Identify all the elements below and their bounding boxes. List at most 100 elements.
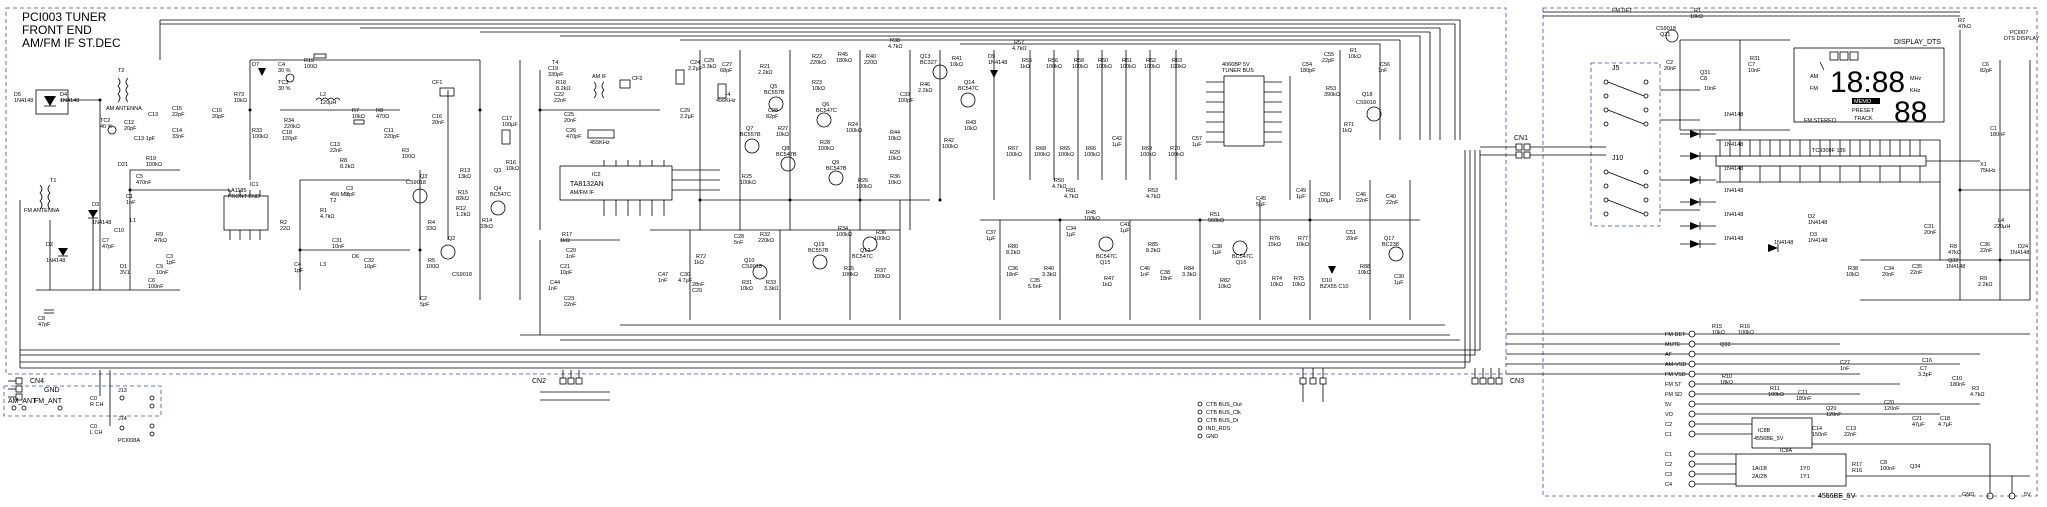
svg-text:5.6nF: 5.6nF — [1028, 284, 1043, 290]
svg-text:R73: R73 — [234, 92, 244, 98]
svg-text:100kΩ: 100kΩ — [1058, 152, 1074, 158]
svg-text:1µF: 1µF — [986, 236, 996, 242]
svg-text:1nF: 1nF — [126, 200, 136, 206]
ic1-front-end: LA1185 IC1 FRONT END — [223, 182, 269, 240]
svg-text:C1: C1 — [126, 194, 133, 200]
svg-text:180nF: 180nF — [1796, 396, 1812, 402]
svg-text:BC547C: BC547C — [958, 86, 979, 92]
svg-text:1N4148: 1N4148 — [1724, 142, 1743, 148]
svg-text:C27: C27 — [722, 62, 732, 68]
svg-text:1N4148: 1N4148 — [1724, 212, 1743, 218]
io-bottom-c3: C3 — [1665, 472, 1672, 478]
svg-text:IC1: IC1 — [250, 182, 259, 188]
svg-text:4.7kΩ: 4.7kΩ — [1970, 392, 1985, 398]
svg-text:Q8: Q8 — [782, 146, 789, 152]
svg-text:R38: R38 — [890, 38, 900, 44]
svg-text:10kΩ: 10kΩ — [888, 156, 901, 162]
io-bottom-c1: C1 — [1665, 452, 1672, 458]
svg-text:CS9018: CS9018 — [406, 180, 426, 186]
svg-text:L4: L4 — [1998, 218, 2004, 224]
svg-text:R55: R55 — [1022, 58, 1032, 64]
lcd-mhz: MHz — [1910, 76, 1922, 82]
svg-text:C8: C8 — [1700, 76, 1707, 82]
svg-text:82pF: 82pF — [1980, 68, 1993, 74]
svg-text:R7: R7 — [352, 108, 359, 114]
svg-text:1N4148: 1N4148 — [1724, 236, 1743, 242]
svg-text:13kΩ: 13kΩ — [458, 174, 471, 180]
svg-text:C16: C16 — [1922, 358, 1932, 364]
svg-text:R44: R44 — [890, 130, 900, 136]
svg-text:20pF: 20pF — [212, 114, 225, 120]
svg-text:R8: R8 — [1950, 244, 1957, 250]
svg-text:1µF: 1µF — [1296, 194, 1306, 200]
svg-text:TC3: TC3 — [278, 80, 288, 86]
svg-text:220kΩ: 220kΩ — [758, 238, 774, 244]
svg-text:100kΩ: 100kΩ — [740, 180, 756, 186]
svg-text:R10: R10 — [1722, 374, 1732, 380]
svg-text:C13 1pF: C13 1pF — [134, 136, 156, 142]
svg-text:C4: C4 — [294, 262, 301, 268]
svg-text:100kΩ: 100kΩ — [252, 134, 268, 140]
svg-text:R61: R61 — [1122, 58, 1132, 64]
svg-text:180kΩ: 180kΩ — [836, 58, 852, 64]
svg-text:BC557B: BC557B — [808, 248, 829, 254]
svg-text:C23: C23 — [564, 296, 574, 302]
lcd-preset-digits: 88 — [1894, 96, 1927, 129]
svg-text:1pF: 1pF — [166, 260, 176, 266]
lcd-fm: FM — [1810, 86, 1818, 92]
svg-text:100Ω: 100Ω — [426, 264, 439, 270]
svg-text:J5: J5 — [1612, 65, 1620, 72]
svg-text:R28: R28 — [820, 140, 830, 146]
svg-text:BC557B: BC557B — [740, 132, 761, 138]
svg-text:C31: C31 — [1924, 224, 1934, 230]
io-c1: C1 — [1665, 432, 1672, 438]
svg-text:R66: R66 — [1086, 146, 1096, 152]
svg-text:R17: R17 — [562, 232, 572, 238]
svg-text:TUNER BUS: TUNER BUS — [1222, 68, 1254, 74]
svg-text:220kΩ: 220kΩ — [284, 124, 300, 130]
svg-text:R18: R18 — [556, 80, 566, 86]
svg-text:R38: R38 — [1848, 266, 1858, 272]
cn4-pin-gnd: GND — [44, 387, 60, 394]
svg-text:8.2kΩ: 8.2kΩ — [340, 164, 355, 170]
svg-text:10pF: 10pF — [560, 270, 573, 276]
svg-text:R42: R42 — [944, 138, 954, 144]
svg-text:TA8132AN: TA8132AN — [570, 181, 604, 188]
title-line-2: FRONT END — [22, 23, 92, 37]
svg-text:C44: C44 — [550, 280, 560, 286]
svg-text:R21: R21 — [760, 64, 770, 70]
svg-text:R36: R36 — [890, 174, 900, 180]
lcd-khz: KHz — [1910, 88, 1921, 94]
svg-text:220kΩ: 220kΩ — [810, 60, 826, 66]
svg-text:20nF: 20nF — [1882, 272, 1895, 278]
svg-text:CTB BUS_Di: CTB BUS_Di — [1206, 418, 1238, 424]
svg-text:3pF: 3pF — [346, 192, 356, 198]
svg-text:100kΩ: 100kΩ — [836, 232, 852, 238]
svg-text:L CH: L CH — [90, 430, 102, 436]
svg-text:R22: R22 — [812, 54, 822, 60]
svg-text:D3: D3 — [1810, 232, 1817, 238]
mute-section: R72 1kΩ 28nF C29 C28 5nF R32 220kΩ Q10 C… — [548, 200, 901, 320]
svg-text:10kΩ: 10kΩ — [1690, 14, 1703, 20]
svg-text:D7: D7 — [252, 62, 259, 68]
lcd-display: 18:88 88 AM FM MHz KHz PRESET TRACK FM S… — [1793, 47, 1945, 129]
svg-text:C6: C6 — [148, 278, 155, 284]
connector-cn2: CN2 — [532, 370, 610, 401]
svg-text:C19: C19 — [548, 66, 558, 72]
svg-text:R45: R45 — [838, 52, 848, 58]
svg-text:4.7kΩ: 4.7kΩ — [1064, 194, 1079, 200]
svg-text:C27: C27 — [1840, 360, 1850, 366]
svg-text:100kΩ: 100kΩ — [1170, 64, 1186, 70]
svg-text:R82: R82 — [1220, 278, 1230, 284]
connector-cn1: CN1 — [1480, 135, 1590, 159]
svg-text:C29: C29 — [680, 108, 690, 114]
svg-text:R13: R13 — [460, 168, 470, 174]
svg-text:100kΩ: 100kΩ — [1096, 64, 1112, 70]
svg-text:R56: R56 — [1048, 58, 1058, 64]
svg-text:390kΩ: 390kΩ — [1324, 92, 1340, 98]
svg-text:1N4148: 1N4148 — [1946, 264, 1965, 270]
svg-text:470Ω: 470Ω — [376, 114, 389, 120]
svg-text:TC2: TC2 — [100, 118, 110, 124]
svg-text:22pF: 22pF — [172, 112, 185, 118]
ic-controller — [1715, 155, 1927, 167]
